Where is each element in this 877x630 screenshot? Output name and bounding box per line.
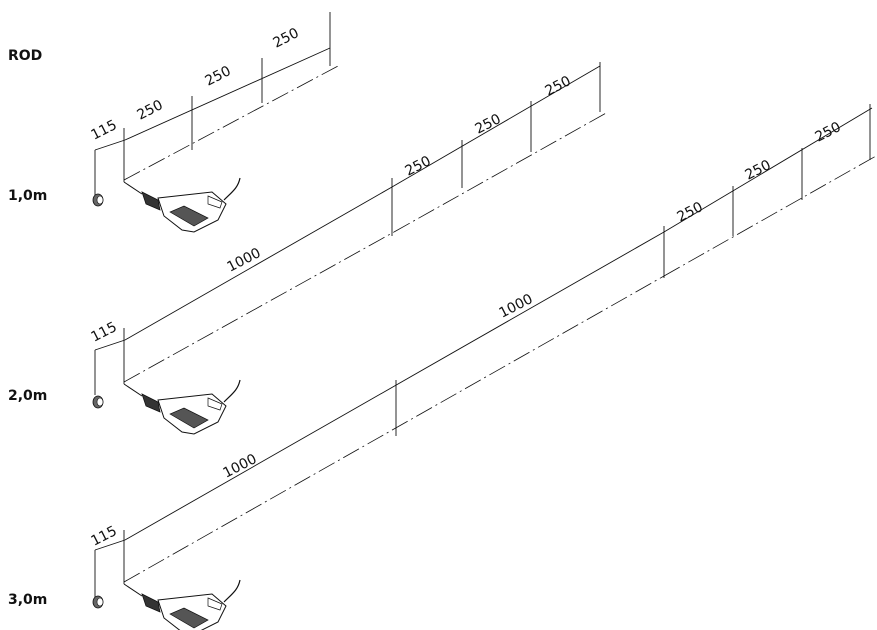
length-label-2m: 2,0m <box>8 388 48 404</box>
dim-text-250: 250 <box>203 63 234 89</box>
dim-text-1000: 1000 <box>221 451 260 481</box>
drill-icon <box>92 579 241 630</box>
dim-text-250: 250 <box>543 73 574 99</box>
drill-icon <box>92 379 241 435</box>
dim-line-2000 <box>124 231 665 541</box>
dim-line-row1-a <box>124 47 331 141</box>
rod-heading: ROD <box>8 48 43 64</box>
dim-text-1000: 1000 <box>225 245 264 275</box>
dim-line-row1-b <box>391 65 601 188</box>
row-2m: 115 1000 <box>89 186 395 395</box>
drill-icon <box>92 177 241 233</box>
dim-text-115: 115 <box>89 523 120 549</box>
center-line <box>393 111 609 233</box>
dim-line-row1-c <box>663 107 873 233</box>
dim-text-250: 250 <box>675 199 706 225</box>
center-line <box>663 155 877 277</box>
dim-text-250: 250 <box>813 119 844 145</box>
dim-line-1000 <box>124 186 393 341</box>
row-1m: 115 250 250 250 250 250 250 250 250 250 <box>89 12 877 278</box>
dim-text-250: 250 <box>473 111 504 137</box>
center-line <box>123 275 665 583</box>
dim-line-115 <box>94 539 126 551</box>
dim-line-115 <box>94 339 126 351</box>
dim-text-250: 250 <box>403 153 434 179</box>
center-line <box>123 65 339 181</box>
dim-text-115: 115 <box>89 117 120 143</box>
center-line <box>123 231 395 383</box>
dim-text-250: 250 <box>743 157 774 183</box>
length-label-3m: 3,0m <box>8 592 48 608</box>
dim-text-250: 250 <box>135 97 166 123</box>
dim-text-115: 115 <box>89 319 120 345</box>
length-label-1m: 1,0m <box>8 188 48 204</box>
dim-line-115 <box>94 139 126 151</box>
dim-text-250: 250 <box>271 25 302 51</box>
